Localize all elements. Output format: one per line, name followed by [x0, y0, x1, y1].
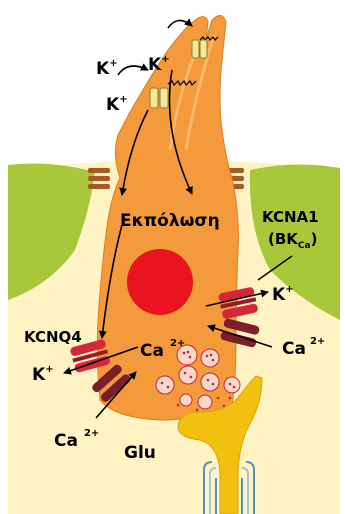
k-ion-label: K+ — [96, 58, 118, 79]
arrow-k-into-channel1 — [118, 66, 148, 75]
kcna1-bk-label: (BKCa) — [268, 230, 317, 251]
nucleus — [127, 249, 193, 315]
met-channel — [192, 40, 207, 58]
kcnq4-label: KCNQ4 — [24, 328, 82, 346]
kcna1-label: KCNA1 — [262, 208, 319, 226]
left-junction — [88, 168, 110, 189]
glu-label: Glu — [124, 443, 156, 463]
k-ion-label: K+ — [106, 94, 128, 115]
depolarization-label: Εκπόλωση — [120, 211, 220, 231]
